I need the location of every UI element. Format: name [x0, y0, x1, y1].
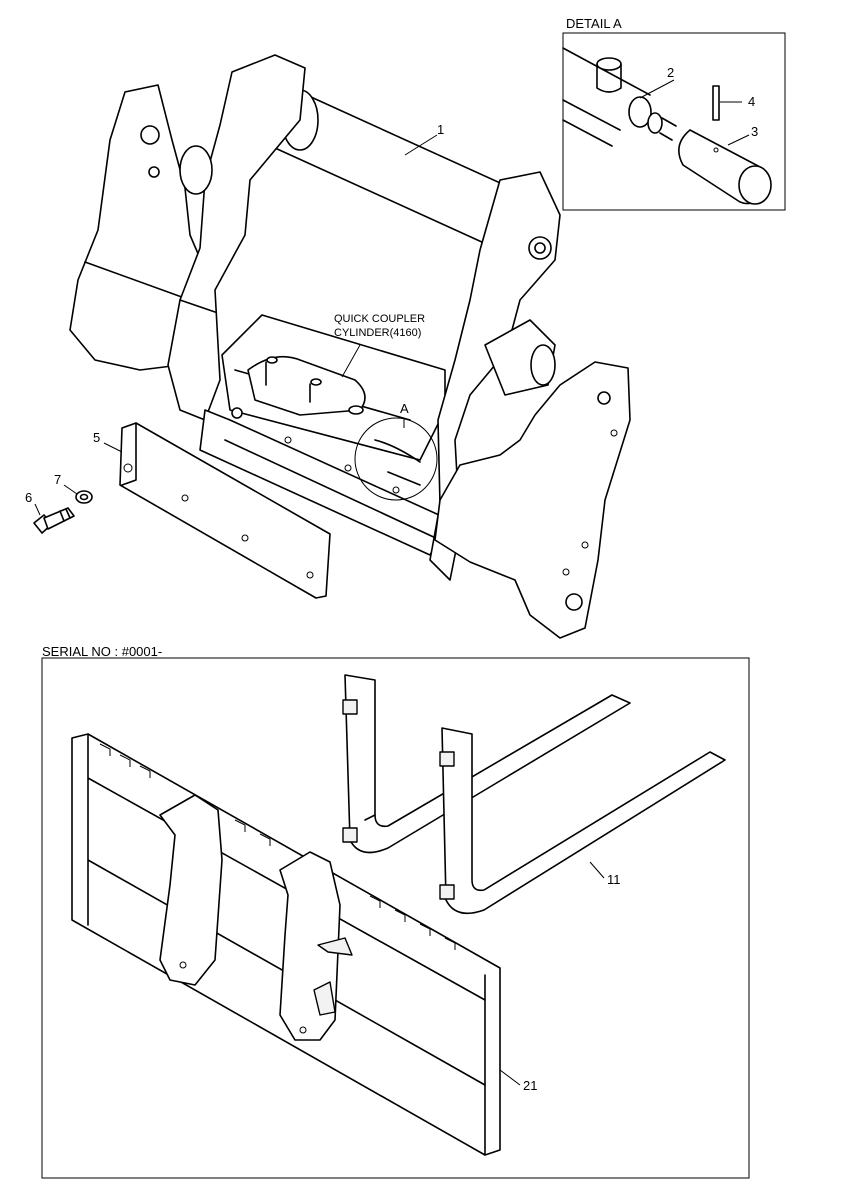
callout-3: 3: [751, 124, 759, 139]
fork-left: [342, 674, 631, 854]
quick-coupler-frame: [69, 54, 631, 639]
callout-a: A: [400, 401, 409, 416]
callout-1: 1: [437, 122, 445, 137]
callout-4: 4: [748, 94, 756, 109]
detail-a-box: [562, 32, 786, 211]
callout-7: 7: [54, 472, 62, 487]
serial-number-label: SERIAL NO : #0001-: [42, 644, 163, 659]
part-6-bolt: [33, 507, 75, 534]
detail-a-title: DETAIL A: [566, 16, 622, 31]
callout-21: 21: [523, 1078, 538, 1093]
note-cylinder-line1: QUICK COUPLER: [334, 313, 426, 325]
fork-right: [439, 727, 726, 915]
callout-11: 11: [607, 872, 621, 887]
part-7-washer: [75, 490, 93, 504]
note-cylinder-line2: CYLINDER(4160): [334, 327, 422, 339]
callout-6: 6: [25, 490, 33, 505]
part-5-plate: [119, 422, 331, 599]
fork-carriage: [71, 733, 501, 1156]
callout-2: 2: [667, 65, 675, 80]
serial-box: [41, 657, 750, 1179]
callout-5: 5: [93, 430, 101, 445]
